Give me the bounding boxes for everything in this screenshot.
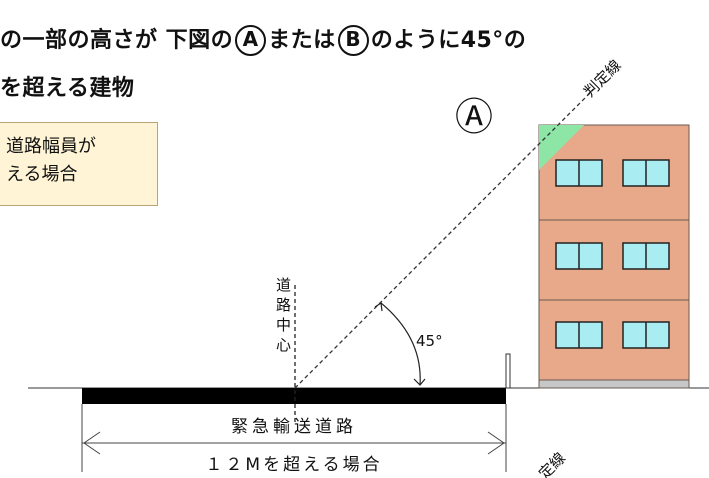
note-line-1: 道路幅員が xyxy=(6,136,96,157)
building xyxy=(538,124,690,389)
road-center-char: 路 xyxy=(276,296,291,314)
road-edge-post xyxy=(505,353,511,389)
road-center-char: 中 xyxy=(276,316,291,334)
judgment-line xyxy=(294,87,596,389)
note-box: 道路幅員が える場合 xyxy=(0,122,158,206)
building-foundation xyxy=(538,379,690,389)
marker-b-circle: B xyxy=(337,25,369,56)
dimension-arrow-right xyxy=(487,431,505,455)
note-line-2: える場合 xyxy=(6,164,78,185)
road-center-label: 道 路 中 心 xyxy=(276,276,296,354)
heading-text-2: または xyxy=(268,28,336,53)
heading-line-2: を超える建物 xyxy=(0,76,135,101)
dimension-arrow-left xyxy=(83,431,101,455)
angle-label: 45° xyxy=(416,332,443,350)
angle-arrow-head xyxy=(374,301,383,312)
road-width-label: １２Mを超える場合 xyxy=(205,455,382,475)
road-bar xyxy=(82,388,506,404)
angle-arrow-head xyxy=(413,378,426,386)
building-roof-corner xyxy=(539,125,584,170)
judgment-line-label-cropped: 定線 xyxy=(535,449,569,478)
judgment-line-label: 判定線 xyxy=(580,56,625,101)
angle-arc xyxy=(380,302,421,386)
marker-a-diagram: Ⓐ xyxy=(455,95,493,139)
heading-text-1: の一部の高さが 下図の xyxy=(0,28,234,53)
road-name-label: 緊急輸送道路 xyxy=(231,417,357,437)
marker-a-circle: A xyxy=(235,25,267,56)
road-center-char: 道 xyxy=(276,276,291,294)
road-center-char: 心 xyxy=(276,336,291,354)
heading-text-3: のように45°の xyxy=(370,28,527,53)
